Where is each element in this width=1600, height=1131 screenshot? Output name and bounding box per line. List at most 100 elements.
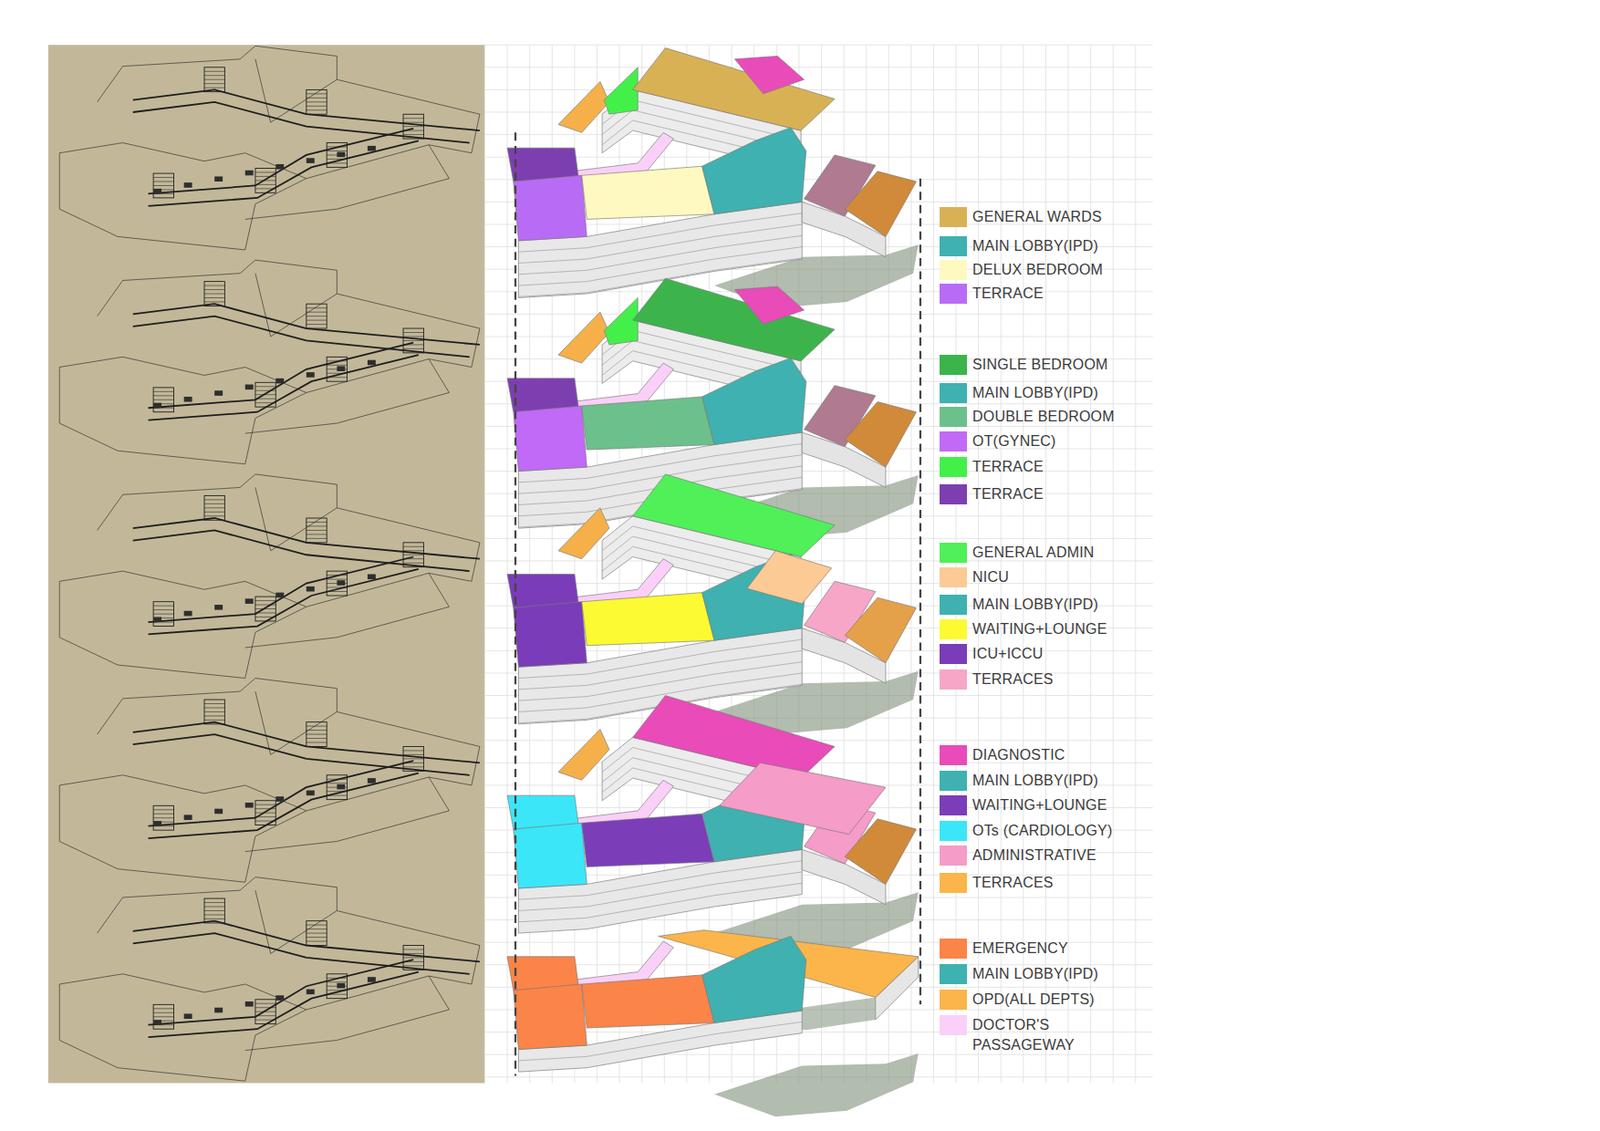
grid-paper bbox=[484, 44, 1153, 1083]
legend-item: TERRACE bbox=[939, 484, 1044, 505]
legend-swatch bbox=[939, 820, 967, 842]
legend-item: TERRACE bbox=[939, 457, 1044, 478]
floor-plans bbox=[48, 44, 486, 1083]
legend-text: SINGLE BEDROOM bbox=[972, 354, 1109, 375]
legend-item: TERRACES bbox=[939, 669, 1054, 690]
legend-swatch bbox=[939, 354, 967, 375]
legend-item: OT(GYNEC) bbox=[939, 431, 1057, 452]
zone-face bbox=[603, 67, 638, 115]
zone-face bbox=[581, 975, 715, 1029]
zone-face bbox=[633, 278, 835, 362]
legend-swatch bbox=[939, 259, 967, 281]
zone-face bbox=[513, 405, 588, 472]
legend-text: WAITING+LOUNGE bbox=[972, 795, 1108, 816]
legend-text: TERRACE bbox=[972, 283, 1044, 304]
legend-item: ADMINISTRATIVE bbox=[939, 845, 1097, 866]
legend-text: OPD(ALL DEPTS) bbox=[972, 989, 1095, 1010]
legend-item: NICU bbox=[939, 567, 1009, 588]
zone-face bbox=[734, 55, 804, 94]
zone-face bbox=[844, 171, 916, 238]
legend-text: OTs (CARDIOLOGY) bbox=[972, 820, 1112, 842]
guide-line bbox=[919, 178, 922, 1006]
legend-text: EMERGENCY bbox=[972, 938, 1069, 959]
floor-plan bbox=[59, 45, 480, 250]
floor-block bbox=[507, 48, 919, 309]
zone-face bbox=[513, 175, 588, 241]
zone-face bbox=[844, 819, 916, 885]
legend-item: DELUX BEDROOM bbox=[939, 259, 1103, 281]
zone-face bbox=[513, 822, 588, 889]
floor-plan bbox=[59, 877, 480, 1082]
legend-text: MAIN LOBBY(IPD) bbox=[972, 236, 1099, 257]
legend-text: ICU+ICCU bbox=[972, 644, 1044, 665]
zone-face bbox=[581, 592, 715, 646]
legend-item: DIAGNOSTIC bbox=[939, 745, 1066, 766]
zone-face bbox=[581, 396, 715, 450]
zone-face bbox=[581, 166, 715, 219]
legend-item: MAIN LOBBY(IPD) bbox=[939, 770, 1099, 791]
legend-swatch bbox=[939, 845, 967, 866]
legend-item: MAIN LOBBY(IPD) bbox=[939, 383, 1099, 404]
legend-swatch bbox=[939, 770, 967, 791]
legend-item: MAIN LOBBY(IPD) bbox=[939, 236, 1099, 257]
legend-item: GENERAL ADMIN bbox=[939, 542, 1095, 563]
legend-text: WAITING+LOUNGE bbox=[972, 619, 1108, 640]
legend-item: GENERAL WARDS bbox=[939, 207, 1102, 228]
legend-item: MAIN LOBBY(IPD) bbox=[939, 964, 1099, 985]
legend-swatch bbox=[939, 406, 967, 427]
legend-item: DOCTOR'S PASSAGEWAY bbox=[939, 1015, 1087, 1056]
legend-swatch bbox=[939, 644, 967, 665]
zone-face bbox=[702, 357, 807, 445]
zone-face bbox=[633, 48, 835, 132]
floor-plan bbox=[59, 474, 480, 679]
legend-text: TERRACE bbox=[972, 457, 1044, 478]
legend-item: ICU+ICCU bbox=[939, 644, 1044, 665]
legend-item: WAITING+LOUNGE bbox=[939, 619, 1108, 640]
legend-text: DELUX BEDROOM bbox=[972, 259, 1103, 281]
legend-text: TERRACES bbox=[972, 872, 1054, 894]
legend-swatch bbox=[939, 619, 967, 640]
zone-face bbox=[734, 286, 804, 324]
zone-face bbox=[747, 550, 832, 604]
legend-item: SINGLE BEDROOM bbox=[939, 354, 1109, 375]
legend-text: DOUBLE BEDROOM bbox=[972, 406, 1115, 427]
zone-face bbox=[633, 696, 835, 780]
zone-face bbox=[558, 311, 610, 364]
legend-text: ADMINISTRATIVE bbox=[972, 845, 1097, 866]
legend-swatch bbox=[939, 236, 967, 257]
legend-swatch bbox=[939, 542, 967, 563]
legend-swatch bbox=[939, 964, 967, 985]
legend-text: MAIN LOBBY(IPD) bbox=[972, 964, 1099, 985]
legend-swatch bbox=[939, 207, 967, 228]
zone-face bbox=[844, 402, 916, 468]
floor-block bbox=[507, 474, 919, 735]
legend-swatch bbox=[939, 669, 967, 690]
zone-face bbox=[558, 508, 610, 560]
legend-swatch bbox=[939, 1015, 967, 1036]
legend-swatch bbox=[939, 383, 967, 404]
legend-item: OPD(ALL DEPTS) bbox=[939, 989, 1095, 1010]
legend-swatch bbox=[939, 283, 967, 304]
zone-face bbox=[702, 935, 807, 1023]
legend-swatch bbox=[939, 989, 967, 1010]
legend-item: TERRACES bbox=[939, 872, 1054, 894]
floor-line bbox=[518, 883, 802, 922]
legend-swatch bbox=[939, 484, 967, 505]
legend-text: GENERAL WARDS bbox=[972, 207, 1102, 228]
zone-face bbox=[558, 81, 610, 133]
zone-face bbox=[719, 762, 886, 834]
zone-face bbox=[558, 728, 610, 780]
zone-face bbox=[581, 813, 715, 867]
legend-item: TERRACE bbox=[939, 283, 1044, 304]
legend-text: DIAGNOSTIC bbox=[972, 745, 1066, 766]
zone-face bbox=[844, 597, 916, 664]
isometric-floors bbox=[507, 48, 919, 1118]
legend-swatch bbox=[939, 872, 967, 894]
legend-swatch bbox=[939, 431, 967, 452]
zone-face bbox=[513, 984, 588, 1050]
legend-text: TERRACES bbox=[972, 669, 1054, 690]
zone-face bbox=[702, 127, 807, 215]
legend-text: NICU bbox=[972, 567, 1009, 588]
